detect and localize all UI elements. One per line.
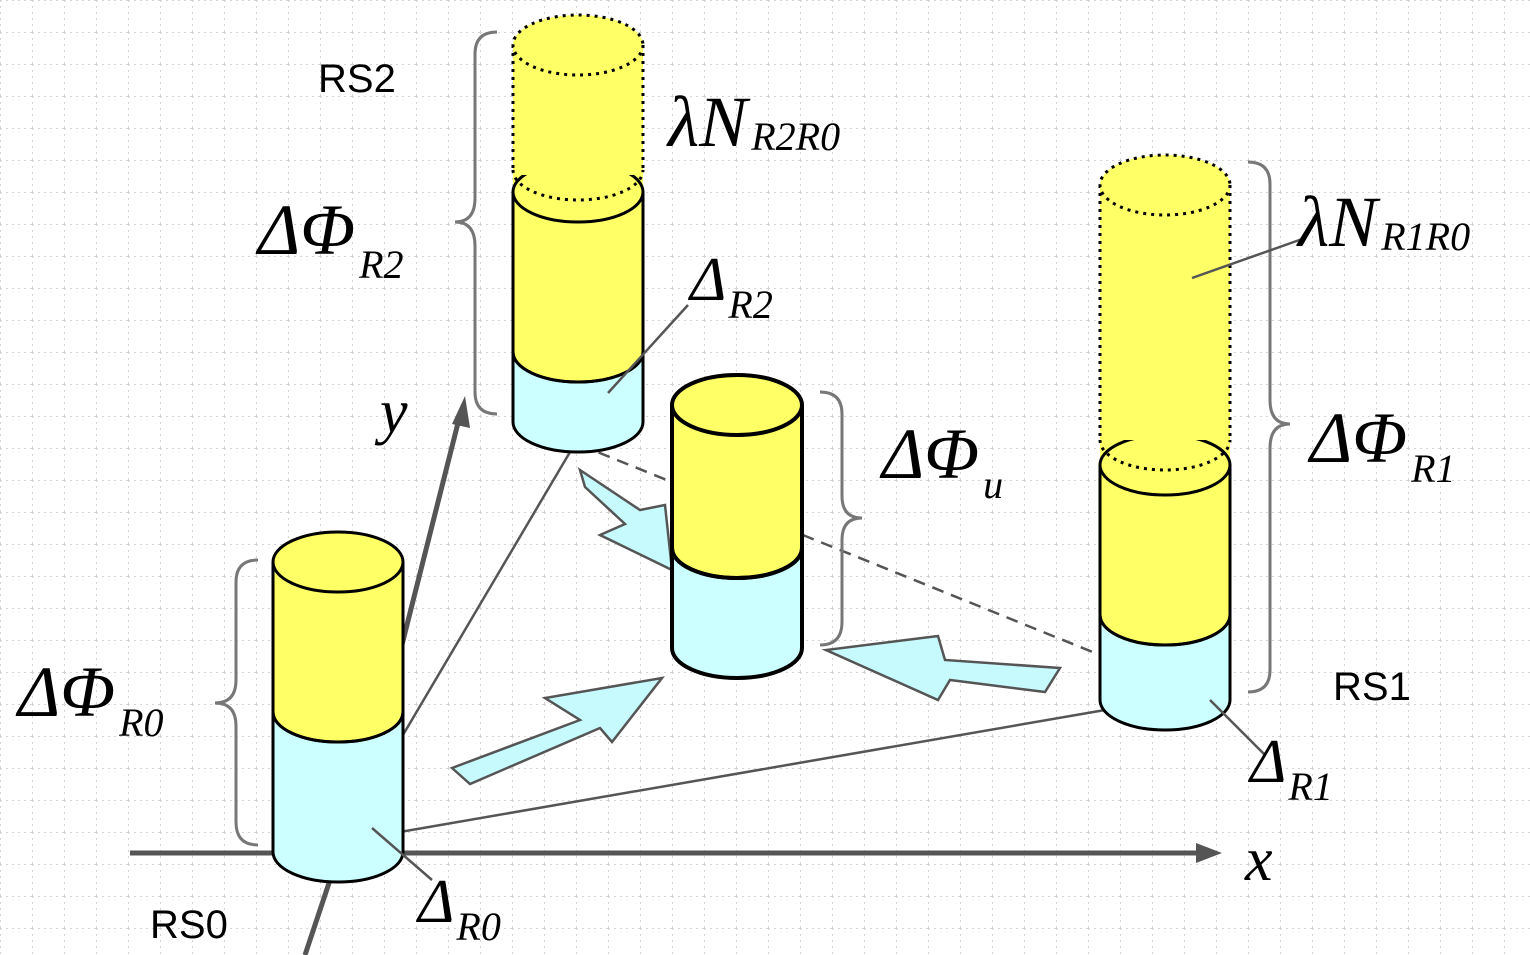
cylinder-rs2 [511, 13, 645, 454]
arrow-from-rs1 [821, 634, 1063, 702]
z-axis [302, 879, 333, 955]
leader-lambda-r1r0 [1191, 236, 1306, 280]
label-rs1: RS1 [1333, 665, 1411, 709]
arrow-from-rs2 [577, 467, 674, 573]
label-delta-r0: ΔR0 [415, 868, 501, 949]
label-rs2: RS2 [318, 57, 396, 101]
cylinder-user [670, 373, 804, 680]
brace-dphi-r2 [454, 30, 498, 416]
brace-dphi-u [819, 390, 863, 647]
label-delta-r2: ΔR2 [687, 246, 773, 327]
leader-delta-r2 [607, 304, 689, 394]
label-delta-r1: ΔR1 [1247, 728, 1333, 809]
cylinder-rs1 [1098, 153, 1232, 732]
baseline-rs0-rs1 [399, 708, 1106, 834]
label-rs0: RS0 [150, 903, 228, 947]
label-x-axis: x [1244, 826, 1273, 894]
leader-delta-r1 [1209, 699, 1266, 756]
cylinder-rs0 [271, 530, 405, 884]
brace-dphi-r1 [1247, 160, 1291, 694]
baseline-rs0-rs2 [398, 451, 572, 741]
leader-delta-r0 [371, 827, 433, 881]
label-y-axis: y [374, 378, 408, 446]
baseline-rs2-rs1 [579, 443, 1101, 657]
brace-dphi-r0 [214, 558, 259, 847]
arrow-from-rs0 [449, 676, 665, 786]
